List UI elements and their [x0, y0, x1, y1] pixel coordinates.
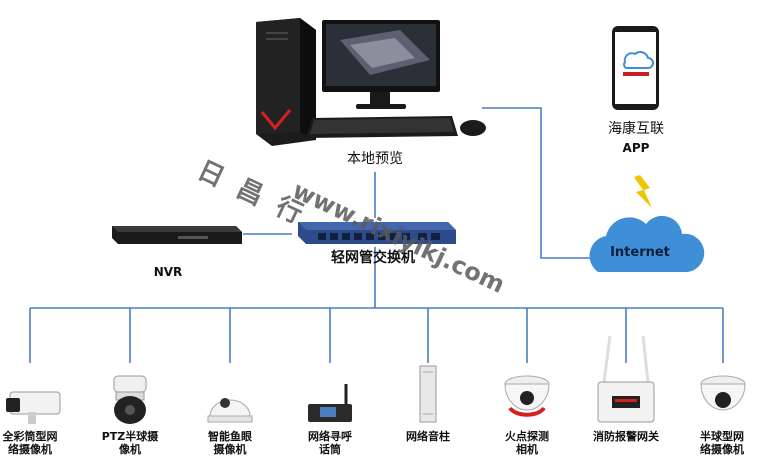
device-label-0: 全彩筒型网络摄像机	[2, 430, 58, 456]
pc-label: 本地预览	[347, 151, 403, 167]
device-label-2: 智能鱼眼摄像机	[208, 430, 252, 456]
internet-label: Internet	[610, 245, 670, 260]
app-label: 海康互联	[608, 121, 664, 137]
device-label-3: 网络寻呼话筒	[308, 430, 352, 456]
app-sub-label: APP	[622, 141, 650, 155]
device-label-7: 半球型网络摄像机	[700, 430, 744, 456]
switch-label: 轻网管交换机	[331, 250, 415, 266]
nvr-label: NVR	[153, 265, 183, 279]
device-label-1: PTZ半球摄像机	[101, 430, 159, 456]
device-label-4: 网络音柱	[406, 430, 450, 443]
device-label-6: 消防报警网关	[593, 430, 659, 443]
device-label-5: 火点探测相机	[505, 430, 549, 456]
